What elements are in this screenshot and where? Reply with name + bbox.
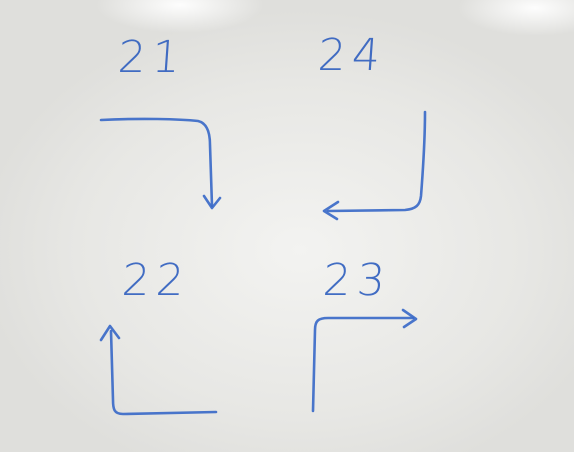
- arrow-24-line: [326, 110, 427, 213]
- arrow-22-line: [109, 329, 218, 416]
- arrow-23-head: [401, 308, 418, 329]
- arrow-21-head: [202, 194, 222, 210]
- arrow-21-line: [99, 117, 214, 208]
- arrow-22-head: [99, 324, 121, 342]
- arrow-24-head: [322, 200, 340, 221]
- arrow-23-line: [311, 316, 415, 413]
